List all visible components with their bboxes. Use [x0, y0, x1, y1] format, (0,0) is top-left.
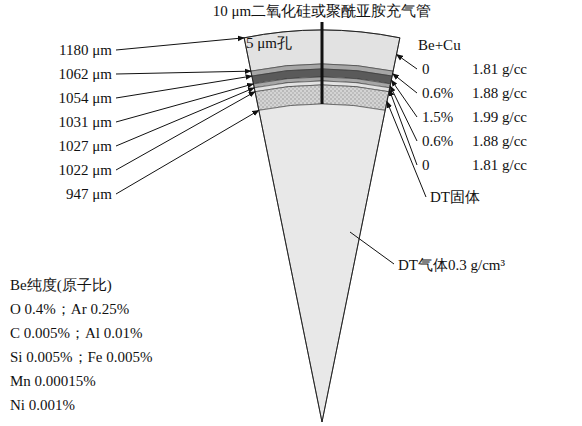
leader-line — [390, 86, 417, 141]
density-value: 1.88 g/cc — [472, 132, 527, 150]
density-value: 1.81 g/cc — [472, 156, 527, 174]
region-label: DT气体0.3 g/cm³ — [398, 256, 505, 274]
leader-line — [387, 102, 426, 197]
cu-fraction: 0.6% — [422, 132, 453, 150]
column-heading: Be+Cu — [418, 36, 461, 54]
dt-gas-region — [259, 104, 385, 422]
radius-label: 1062 μm — [59, 65, 112, 83]
leader-line — [116, 84, 253, 122]
density-value: 1.99 g/cc — [472, 108, 527, 126]
impurity-note: O 0.4%；Ar 0.25% — [10, 300, 129, 318]
radius-label: 947 μm — [66, 185, 112, 203]
impurity-note: C 0.005%；Al 0.01% — [10, 324, 143, 342]
note-heading: Be纯度(原子比) — [10, 276, 112, 294]
fill-tube — [321, 22, 324, 104]
radius-label: 1054 μm — [59, 89, 112, 107]
radius-label: 1031 μm — [59, 113, 112, 131]
leader-line — [116, 76, 252, 98]
leader-line — [350, 232, 394, 264]
tube-label: 10 μm二氧化硅或聚酰亚胺充气管 — [213, 2, 431, 20]
cu-fraction: 0 — [422, 156, 430, 174]
leader-line — [397, 54, 417, 69]
impurity-note: Si 0.005%；Fe 0.005% — [10, 348, 153, 366]
radius-label: 1180 μm — [59, 41, 112, 59]
leader-line — [116, 92, 255, 170]
leader-line — [116, 71, 251, 74]
layer-label: DT固体 — [430, 188, 480, 206]
leader-line — [393, 74, 417, 93]
leader-line — [116, 110, 259, 194]
density-value: 1.81 g/cc — [472, 60, 527, 78]
leader-line — [391, 80, 417, 117]
cu-fraction: 1.5% — [422, 108, 453, 126]
density-value: 1.88 g/cc — [472, 84, 527, 102]
leader-line — [116, 38, 244, 50]
cu-fraction: 0.6% — [422, 84, 453, 102]
impurity-note: Ni 0.001% — [10, 396, 75, 414]
leader-line — [389, 90, 417, 165]
impurity-note: Mn 0.00015% — [10, 372, 96, 390]
radius-label: 1022 μm — [59, 161, 112, 179]
radius-label: 1027 μm — [59, 137, 112, 155]
hole-label: 5 μm孔 — [246, 34, 292, 52]
leader-line — [116, 88, 254, 146]
cu-fraction: 0 — [422, 60, 430, 78]
